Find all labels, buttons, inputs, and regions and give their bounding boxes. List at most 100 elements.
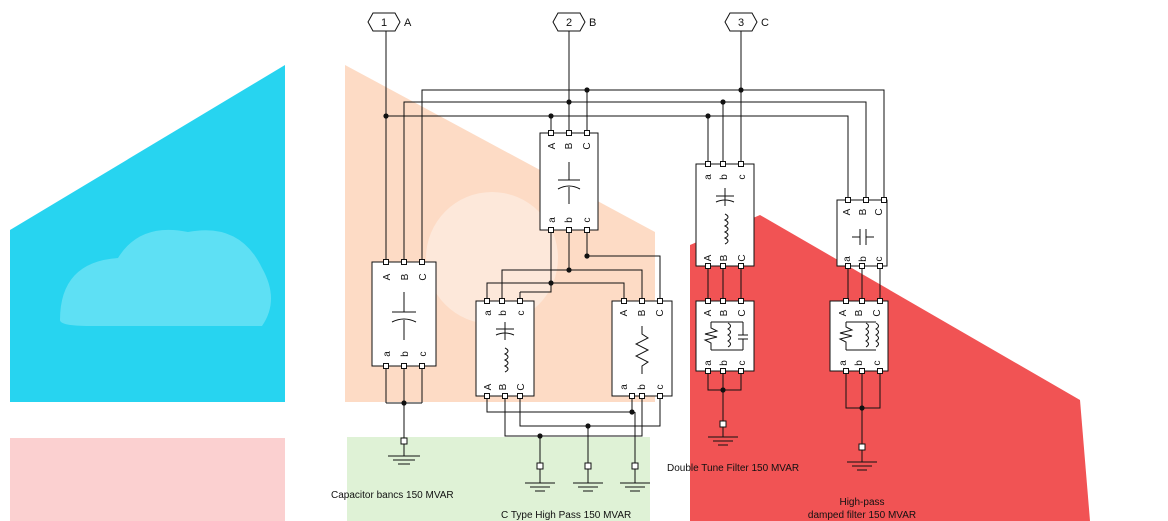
inport-1[interactable]: 1 A <box>367 12 412 32</box>
pin-label-B: B <box>719 309 730 316</box>
pin-label-a: a <box>842 256 853 262</box>
pin-label-A: A <box>703 309 714 316</box>
caption-high-pass-line2: damped filter 150 MVAR <box>808 510 916 521</box>
terminal-port[interactable] <box>845 263 851 269</box>
terminal-port[interactable] <box>859 298 865 304</box>
terminal-port[interactable] <box>383 363 389 369</box>
terminal-port[interactable] <box>639 393 645 399</box>
terminal-port[interactable] <box>383 259 389 265</box>
terminal-port[interactable] <box>657 298 663 304</box>
inport-1-number: 1 <box>381 17 387 29</box>
terminal-port[interactable] <box>639 298 645 304</box>
ground-icon <box>847 443 877 471</box>
ground-icon <box>620 462 650 492</box>
pin-label-c: c <box>874 257 885 262</box>
terminal-port[interactable] <box>584 130 590 136</box>
terminal-port[interactable] <box>738 263 744 269</box>
inductor-icon <box>723 213 729 245</box>
terminal-port[interactable] <box>843 298 849 304</box>
inport-3[interactable]: 3 C <box>724 12 769 32</box>
pin-label-c: c <box>516 311 527 316</box>
terminal-port[interactable] <box>584 227 590 233</box>
parallel-rl-icon <box>838 321 879 351</box>
terminal-port[interactable] <box>566 227 572 233</box>
terminal-port[interactable] <box>843 368 849 374</box>
terminal-port[interactable] <box>419 363 425 369</box>
terminal-port[interactable] <box>484 393 490 399</box>
high-pass-capacitor-block[interactable]: A B C a b c <box>836 199 888 267</box>
terminal-port[interactable] <box>657 393 663 399</box>
terminal-port[interactable] <box>499 298 505 304</box>
double-tune-upper-block[interactable]: a b c A B C <box>695 163 755 267</box>
pin-label-a: a <box>483 310 494 316</box>
inport-3-label: C <box>761 17 769 29</box>
terminal-port[interactable] <box>705 161 711 167</box>
terminal-port[interactable] <box>877 368 883 374</box>
terminal-port[interactable] <box>517 298 523 304</box>
resistor-icon <box>634 326 650 374</box>
pin-label-a: a <box>619 384 630 390</box>
terminal-port[interactable] <box>738 161 744 167</box>
terminal-port[interactable] <box>720 298 726 304</box>
pin-label-a: a <box>703 174 714 180</box>
terminal-port[interactable] <box>629 393 635 399</box>
double-tune-lower-block[interactable]: A B C a b c <box>695 300 755 372</box>
terminal-port[interactable] <box>401 259 407 265</box>
terminal-port[interactable] <box>859 263 865 269</box>
pin-label-c: c <box>418 352 429 357</box>
terminal-port[interactable] <box>705 263 711 269</box>
terminal-port[interactable] <box>863 197 869 203</box>
ground-icon <box>525 462 555 492</box>
terminal-port[interactable] <box>401 363 407 369</box>
terminal-port[interactable] <box>621 298 627 304</box>
c-type-rlc-block[interactable]: a b c A B C <box>475 300 535 397</box>
terminal-port[interactable] <box>566 130 572 136</box>
c-type-interconnect <box>486 230 661 301</box>
pin-label-A: A <box>547 142 558 149</box>
pin-label-c: c <box>737 175 748 180</box>
watermark-pink-shape <box>10 438 285 521</box>
terminal-port[interactable] <box>881 197 887 203</box>
terminal-port[interactable] <box>877 263 883 269</box>
pin-label-C: C <box>655 309 666 316</box>
terminal-port[interactable] <box>484 298 490 304</box>
c-type-resistor-block[interactable]: A B C a b c <box>611 300 673 397</box>
pin-label-b: b <box>854 360 865 366</box>
inport-2-number: 2 <box>566 17 572 29</box>
watermark-green-shape <box>347 437 650 521</box>
pin-label-a: a <box>703 360 714 366</box>
inductor-icon <box>503 347 509 373</box>
terminal-port[interactable] <box>517 393 523 399</box>
watermark-bulb-icon <box>426 192 558 324</box>
terminal-port[interactable] <box>548 227 554 233</box>
pin-label-b: b <box>564 217 575 223</box>
terminal-port[interactable] <box>859 368 865 374</box>
terminal-port[interactable] <box>845 197 851 203</box>
pin-label-c: c <box>582 218 593 223</box>
pin-label-b: b <box>637 384 648 390</box>
high-pass-rl-block[interactable]: A B C a b c <box>829 300 889 372</box>
c-type-capacitor-block[interactable]: A B C a b c <box>539 132 599 231</box>
terminal-port[interactable] <box>738 368 744 374</box>
pin-label-C: C <box>737 309 748 316</box>
terminal-port[interactable] <box>720 368 726 374</box>
ground-icon <box>388 437 420 465</box>
pin-label-B: B <box>858 208 869 215</box>
terminal-port[interactable] <box>705 368 711 374</box>
terminal-port[interactable] <box>548 130 554 136</box>
pin-label-C: C <box>582 142 593 149</box>
watermark-cloud-icon <box>60 229 271 326</box>
high-pass-link-wiring <box>847 266 881 301</box>
pin-label-C: C <box>516 383 527 390</box>
pin-label-C: C <box>872 309 883 316</box>
terminal-port[interactable] <box>419 259 425 265</box>
terminal-port[interactable] <box>720 161 726 167</box>
terminal-port[interactable] <box>738 298 744 304</box>
capacitor-bank-block[interactable]: A B C a b c <box>371 261 437 367</box>
terminal-port[interactable] <box>502 393 508 399</box>
terminal-port[interactable] <box>705 298 711 304</box>
terminal-port[interactable] <box>877 298 883 304</box>
terminal-port[interactable] <box>720 263 726 269</box>
inport-2[interactable]: 2 B <box>552 12 596 32</box>
watermark-red-shape <box>690 215 1090 521</box>
